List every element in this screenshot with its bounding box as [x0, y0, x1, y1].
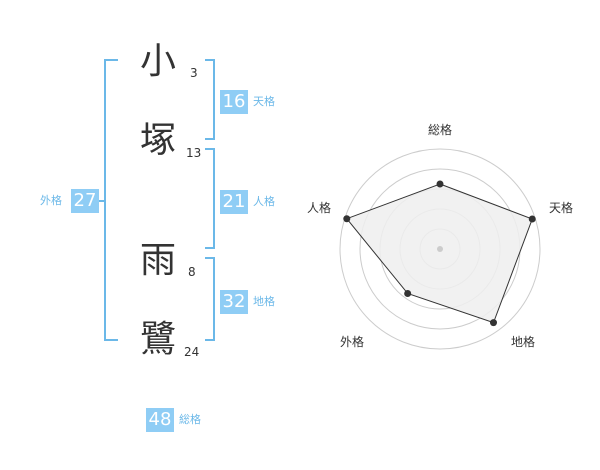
- radar-point: [404, 289, 412, 297]
- name-char-1-strokes: 3: [190, 66, 198, 80]
- name-char-2-strokes: 13: [186, 146, 202, 160]
- radar-axis-label-soukaku: 総格: [428, 123, 453, 137]
- chikaku-value-badge: 32: [220, 290, 248, 314]
- radar-point: [436, 180, 444, 188]
- radar-axis-label-tenkaku: 天格: [549, 201, 574, 215]
- tenkaku-label: 天格: [253, 95, 275, 108]
- name-char-4-strokes: 24: [184, 345, 200, 359]
- name-char-3: 雨: [140, 240, 177, 281]
- radar-point: [343, 215, 351, 223]
- radar-point: [489, 319, 497, 327]
- soukaku-value-badge: 48: [146, 408, 174, 432]
- name-char-2: 塚: [140, 120, 177, 161]
- radar-point: [528, 215, 536, 223]
- name-char-4: 鷺: [140, 319, 177, 360]
- gaikaku-label: 外格: [40, 194, 62, 207]
- chikaku-bracket: [205, 257, 215, 341]
- radar-grid-ring: [339, 148, 541, 350]
- jinkaku-bracket: [205, 148, 215, 249]
- chikaku-label: 地格: [253, 295, 275, 308]
- jinkaku-label: 人格: [253, 195, 275, 208]
- radar-shape: [345, 183, 533, 324]
- radar-axis-label-gaikaku: 外格: [340, 335, 365, 349]
- radar-axis-label-jinkaku: 人格: [307, 201, 332, 215]
- radar-center-dot: [437, 246, 443, 252]
- gaikaku-value-badge: 27: [71, 189, 99, 213]
- soukaku-label: 総格: [179, 413, 201, 426]
- tenkaku-value-badge: 16: [220, 90, 248, 114]
- radar-points: [343, 180, 536, 327]
- radar-polygon: [345, 183, 533, 324]
- jinkaku-value-badge: 21: [220, 190, 248, 214]
- radar-axis-label-chikaku: 地格: [511, 335, 536, 349]
- name-char-3-strokes: 8: [188, 265, 196, 279]
- tenkaku-bracket: [205, 59, 215, 140]
- name-char-1: 小: [140, 41, 177, 82]
